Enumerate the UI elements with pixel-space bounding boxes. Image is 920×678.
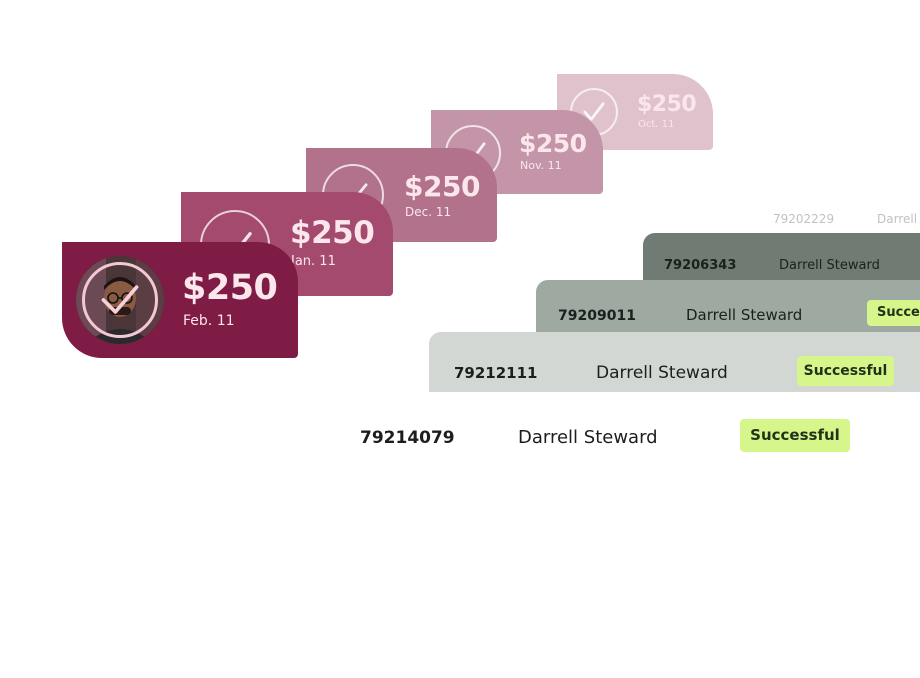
- payment-amount: $250: [637, 92, 697, 117]
- payment-date: Oct. 11: [638, 119, 675, 130]
- transaction-id: 79206343: [664, 258, 737, 273]
- transaction-id-faded: 79202229: [773, 212, 835, 226]
- status-badge: Succes: [867, 300, 920, 326]
- customer-name: Darrell Steward: [518, 427, 658, 448]
- payment-amount: $250: [519, 129, 587, 158]
- transaction-row: 79209011 Darrell Steward Succes: [536, 280, 920, 333]
- payment-amount: $250: [404, 170, 480, 203]
- payment-date: Feb. 11: [183, 313, 235, 329]
- transaction-id: 79212111: [454, 364, 538, 382]
- payment-date: Jan. 11: [291, 254, 336, 269]
- transaction-name-faded: Darrell: [877, 212, 918, 226]
- transaction-row: 79206343 Darrell Steward: [643, 233, 920, 283]
- customer-name: Darrell Steward: [686, 306, 803, 324]
- customer-name: Darrell Steward: [596, 363, 728, 383]
- payment-date: Nov. 11: [520, 159, 562, 172]
- payment-card: $250 Feb. 11: [62, 242, 298, 358]
- payment-date: Dec. 11: [405, 205, 452, 219]
- status-badge: Successful: [797, 356, 894, 386]
- transaction-row: 79214079 Darrell Steward Successful: [340, 414, 880, 460]
- payment-amount: $250: [182, 268, 278, 308]
- payment-amount: $250: [290, 215, 375, 251]
- transaction-row: 79212111 Darrell Steward Successful: [429, 332, 920, 392]
- check-circle-icon: [82, 262, 158, 338]
- transaction-id: 79214079: [360, 428, 455, 448]
- status-badge: Successful: [740, 419, 850, 452]
- customer-name: Darrell Steward: [779, 258, 880, 273]
- transaction-id: 79209011: [558, 308, 636, 324]
